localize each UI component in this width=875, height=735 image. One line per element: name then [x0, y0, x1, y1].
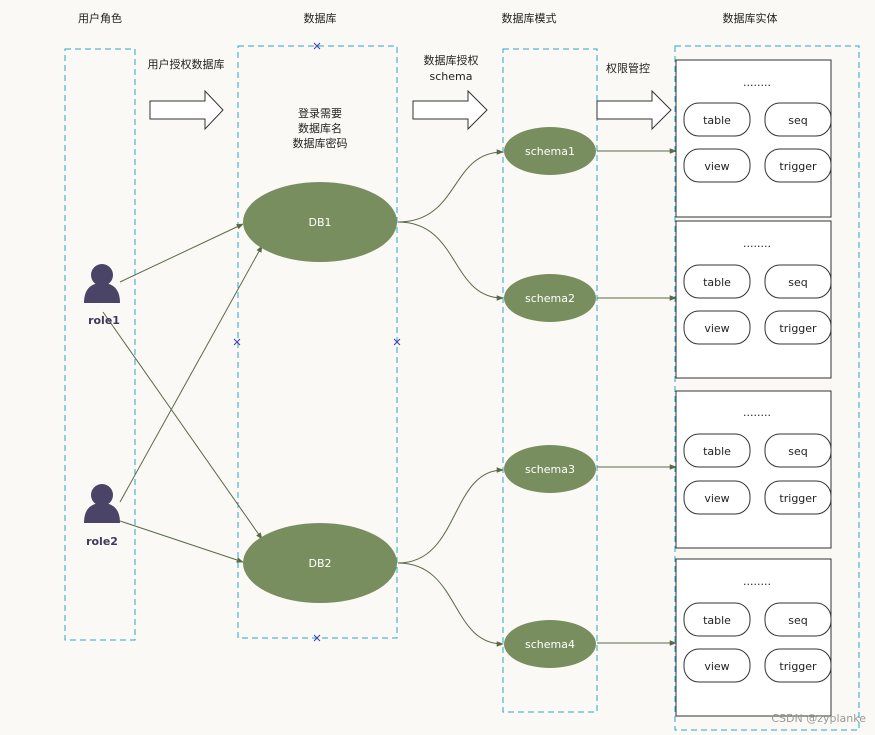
entity-seq-label: seq — [788, 614, 807, 627]
header-schemas: 数据库模式 — [502, 11, 557, 25]
schema3-label: schema3 — [525, 463, 575, 476]
entity-table-pill[interactable] — [683, 433, 751, 468]
entity-seq-pill[interactable] — [764, 433, 832, 468]
header-entities: 数据库实体 — [723, 11, 778, 25]
entity-group-ellipsis: ........ — [743, 76, 771, 89]
role1-label: role1 — [88, 314, 120, 327]
entity-view-pill[interactable] — [683, 148, 751, 183]
schema1-label: schema1 — [525, 145, 575, 158]
arrow-label-db-to-schema-1: 数据库授权 — [424, 53, 479, 67]
entity-table-label: table — [703, 445, 731, 458]
arrow-label-schema-to-entity: 权限管控 — [606, 61, 650, 75]
entity-view-label: view — [704, 160, 729, 173]
db1-label: DB1 — [308, 216, 331, 229]
arrow-label-db-to-schema-2: schema — [430, 70, 473, 83]
header-databases: 数据库 — [304, 11, 337, 25]
schema1-node[interactable]: schema1 — [504, 127, 596, 175]
entity-table-label: table — [703, 614, 731, 627]
selection-handles — [233, 42, 401, 642]
edge-role2-db1 — [119, 245, 263, 503]
edge-db2-schema4 — [397, 562, 504, 647]
entity-table-pill[interactable] — [683, 264, 751, 299]
entity-trigger-label: trigger — [779, 660, 817, 673]
login-note-line-2: 数据库名 — [298, 121, 342, 135]
edge-role1-db2 — [102, 311, 263, 540]
block-arrow-schema-to-entity — [596, 89, 672, 131]
entity-group-ellipsis: ........ — [743, 406, 771, 419]
entity-seq-pill[interactable] — [764, 102, 832, 137]
block-arrow-roles-to-db — [149, 89, 224, 131]
entity-table-pill[interactable] — [683, 602, 751, 637]
entity-table-label: table — [703, 114, 731, 127]
edge-db1-schema2 — [397, 221, 504, 301]
entity-trigger-pill[interactable] — [764, 648, 832, 683]
edge-role2-db2 — [119, 520, 244, 563]
entity-table-pill[interactable] — [683, 102, 751, 137]
user-icon — [84, 484, 120, 523]
entity-trigger-label: trigger — [779, 492, 817, 505]
role2-actor[interactable]: role2 — [84, 484, 120, 548]
entity-view-pill[interactable] — [683, 310, 751, 345]
block-arrow-db-to-schema — [412, 89, 488, 131]
entity-seq-label: seq — [788, 276, 807, 289]
entity-group-ellipsis: ........ — [743, 237, 771, 250]
db2-label: DB2 — [308, 557, 331, 570]
header-roles: 用户角色 — [78, 11, 122, 25]
entity-view-label: view — [704, 322, 729, 335]
login-note-line-3: 数据库密码 — [293, 136, 348, 150]
login-note-line-1: 登录需要 — [298, 106, 342, 120]
entity-view-label: view — [704, 660, 729, 673]
edge-db2-schema3 — [397, 467, 504, 564]
entity-seq-pill[interactable] — [764, 264, 832, 299]
user-icon — [84, 264, 120, 303]
entity-trigger-label: trigger — [779, 160, 817, 173]
entity-group-4: ........ table seq view trigger — [675, 558, 832, 717]
schema2-label: schema2 — [525, 292, 575, 305]
entity-trigger-pill[interactable] — [764, 310, 832, 345]
entities-column — [674, 45, 860, 731]
schema2-node[interactable]: schema2 — [504, 274, 596, 322]
entity-trigger-pill[interactable] — [764, 480, 832, 515]
entity-trigger-label: trigger — [779, 322, 817, 335]
entity-trigger-pill[interactable] — [764, 148, 832, 183]
schema3-node[interactable]: schema3 — [504, 445, 596, 493]
entity-view-label: view — [704, 492, 729, 505]
edge-role1-db1 — [119, 223, 244, 283]
entity-view-pill[interactable] — [683, 480, 751, 515]
schemas-column — [502, 48, 598, 713]
schema4-label: schema4 — [525, 638, 575, 651]
entity-seq-label: seq — [788, 114, 807, 127]
edge-db1-schema1 — [397, 149, 504, 223]
role2-label: role2 — [86, 535, 118, 548]
entity-group-2: ........ table seq view trigger — [675, 220, 832, 379]
db1-node[interactable]: DB1 — [243, 182, 397, 262]
arrow-label-role-to-db: 用户授权数据库 — [148, 57, 225, 71]
db2-node[interactable]: DB2 — [243, 523, 397, 603]
entity-view-pill[interactable] — [683, 648, 751, 683]
entity-table-label: table — [703, 276, 731, 289]
entity-seq-pill[interactable] — [764, 602, 832, 637]
entity-group-1: ........ table seq view trigger — [675, 59, 832, 218]
entity-group-3: ........ table seq view trigger — [675, 390, 832, 549]
roles-column — [64, 48, 136, 641]
entity-seq-label: seq — [788, 445, 807, 458]
entity-group-ellipsis: ........ — [743, 575, 771, 588]
watermark: CSDN @zyplanke — [771, 712, 866, 725]
schema4-node[interactable]: schema4 — [504, 620, 596, 668]
role1-actor[interactable]: role1 — [84, 264, 120, 327]
